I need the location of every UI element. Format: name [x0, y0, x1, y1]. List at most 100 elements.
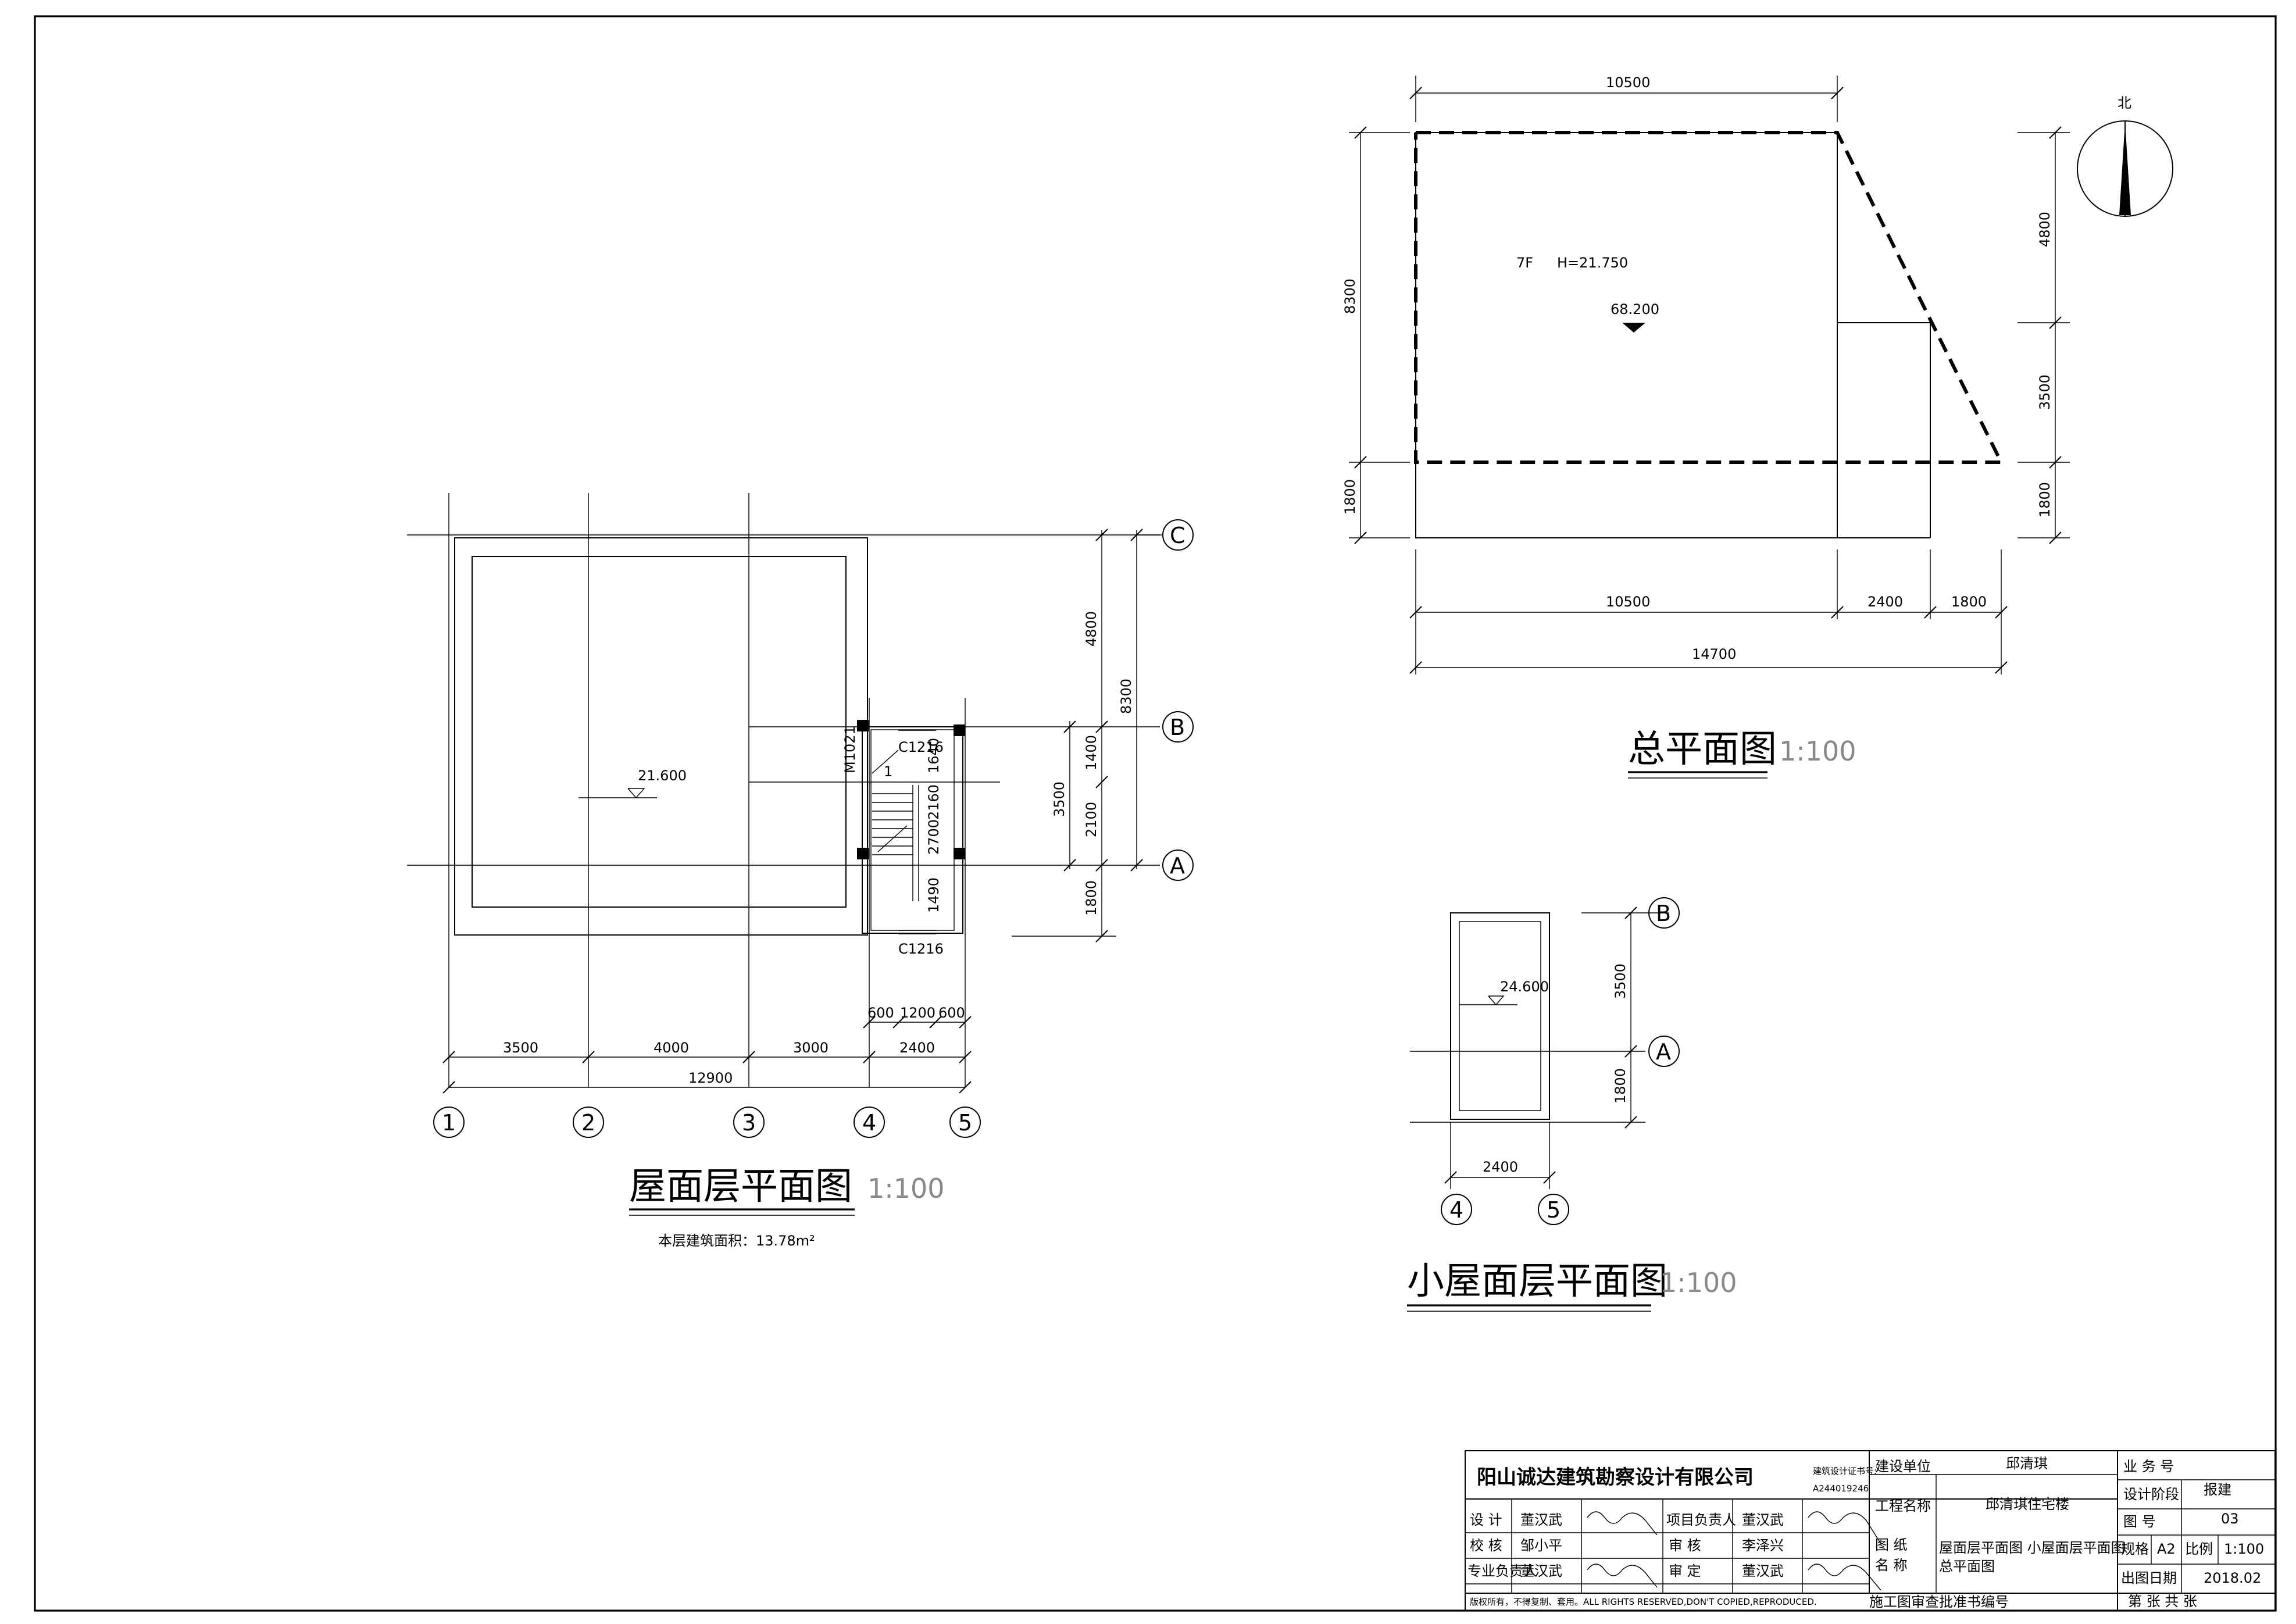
site-dim-left-bottom: 1800: [1342, 479, 1358, 515]
axis-3: 3: [742, 1110, 756, 1136]
tb-review-label: 审 核: [1669, 1537, 1701, 1554]
small-axis-B: B: [1656, 901, 1671, 926]
dim-stair-1200: 1200: [900, 1005, 935, 1021]
site-dim-bottom-2400: 2400: [1867, 594, 1903, 610]
stair-mark: 1: [884, 763, 892, 780]
tb-project-lead-name: 董汉武: [1742, 1512, 1784, 1528]
dim-total-12900: 12900: [688, 1070, 733, 1086]
tb-client-label: 建设单位: [1875, 1458, 1931, 1475]
small-dim-right-3500: 3500: [1612, 963, 1629, 999]
tb-client: 邱清琪: [2006, 1455, 2048, 1472]
dim-bottom-2400: 2400: [899, 1040, 935, 1056]
signature-3: [1808, 1511, 1881, 1544]
site-dim-right-1800: 1800: [2037, 482, 2053, 517]
dim-bottom-3000: 3000: [793, 1040, 829, 1056]
dim-bottom-4000: 4000: [654, 1040, 689, 1056]
tb-format: A2: [2157, 1541, 2176, 1557]
tb-drawing-label-2: 名 称: [1875, 1557, 1908, 1573]
axis-1: 1: [442, 1110, 456, 1136]
tb-biz-label: 业 务 号: [2123, 1458, 2174, 1475]
stair-label-1: 1640: [926, 738, 942, 773]
dim-right-2100: 2100: [1083, 802, 1099, 837]
tb-copyright: 版权所有，不得复制、套用。ALL RIGHTS RESERVED,DON'T C…: [1470, 1597, 1817, 1607]
site-elevation: 68.200: [1611, 301, 1659, 317]
roof-elevation: 21.600: [638, 768, 687, 784]
dim-right-4800: 4800: [1083, 611, 1099, 647]
tb-cert-no: A244019246: [1813, 1483, 1869, 1494]
tb-design-name: 董汉武: [1520, 1512, 1562, 1528]
tb-discipline-label: 专业负责人: [1467, 1563, 1537, 1579]
axis-A: A: [1170, 853, 1185, 879]
stair-label-3: 2160: [926, 784, 942, 820]
tb-cert-label: 建筑设计证书号:: [1813, 1466, 1877, 1476]
small-roof-scale: 1:100: [1660, 1267, 1737, 1298]
tb-drawing-name-2: 总平面图: [1939, 1558, 1995, 1575]
roof-area-note: 本层建筑面积：13.78m²: [658, 1233, 815, 1249]
small-roof-title: 小屋面层平面图: [1407, 1260, 1667, 1303]
axis-4: 4: [862, 1110, 876, 1136]
north-label: 北: [2118, 95, 2131, 111]
site-plan-scale: 1:100: [1779, 736, 1856, 767]
dim-stair-600b: 600: [938, 1005, 965, 1021]
signature-2: [1587, 1564, 1658, 1588]
site-plan-title: 总平面图: [1628, 728, 1777, 771]
small-roof-plan: 24.600 3500 1800 B A 2400 4 5 小屋面层平面图 1:…: [1407, 897, 1737, 1312]
tb-ratio-label: 比例: [2185, 1541, 2213, 1557]
tb-check-name: 邹小平: [1520, 1537, 1562, 1554]
axis-2: 2: [581, 1110, 595, 1136]
tb-page-label: 第 张 共 张: [2128, 1593, 2197, 1609]
stair-label-4: 1490: [926, 877, 942, 913]
roof-plan-scale: 1:100: [867, 1173, 945, 1204]
tb-ratio: 1:100: [2224, 1541, 2264, 1557]
site-dim-right-4800: 4800: [2037, 212, 2053, 247]
door-label: M1021: [842, 726, 858, 773]
dim-right-8300: 8300: [1118, 679, 1134, 714]
tb-discipline-name: 董汉武: [1520, 1563, 1562, 1579]
small-axis-A: A: [1656, 1039, 1671, 1065]
tb-stage: 报建: [2204, 1482, 2231, 1498]
tb-drawing-label-1: 图 纸: [1875, 1537, 1908, 1553]
site-height: H=21.750: [1557, 255, 1628, 271]
axis-B: B: [1170, 715, 1185, 740]
tb-format-label: 规格: [2121, 1541, 2149, 1557]
small-roof-elevation: 24.600: [1500, 979, 1549, 995]
site-dim-bottom-1800: 1800: [1951, 594, 1987, 610]
tb-drawing-name-1: 屋面层平面图 小屋面层平面图: [1939, 1540, 2125, 1556]
dim-right-1800: 1800: [1083, 880, 1099, 916]
tb-project-lead-label: 项目负责人: [1666, 1512, 1736, 1528]
tb-approve-name: 董汉武: [1742, 1563, 1784, 1579]
title-block: 阳山诚达建筑勘察设计有限公司 建筑设计证书号: A244019246 建设单位 …: [1465, 1450, 2276, 1611]
site-dim-total: 14700: [1692, 646, 1736, 662]
dim-right-1400: 1400: [1083, 735, 1099, 770]
small-dim-bottom: 2400: [1483, 1159, 1518, 1175]
tb-check-label: 校 核: [1470, 1537, 1502, 1554]
tb-approval-label: 施工图审查批准书编号: [1869, 1594, 2009, 1610]
small-axis-4: 4: [1449, 1197, 1463, 1223]
small-dim-right-1800: 1800: [1612, 1068, 1629, 1104]
tb-review-name: 李泽兴: [1742, 1537, 1784, 1554]
roof-plan: 21.600 M1021 C1216 C1216 1640 2700 2160 …: [407, 493, 1194, 1249]
tb-design-label: 设 计: [1470, 1512, 1502, 1528]
axis-C: C: [1170, 523, 1186, 548]
site-dim-right-3500: 3500: [2037, 374, 2053, 410]
window-bottom-label: C1216: [898, 941, 944, 957]
tb-date: 2018.02: [2204, 1570, 2261, 1586]
tb-sheet: 03: [2221, 1511, 2239, 1527]
site-plan: 7F H=21.750 68.200 10500 8300 1800 4800 …: [1342, 74, 2173, 779]
small-axis-5: 5: [1547, 1197, 1561, 1223]
tb-approve-label: 审 定: [1669, 1563, 1701, 1579]
tb-project: 邱清琪住宅楼: [1986, 1496, 2069, 1512]
dim-right-3500: 3500: [1051, 781, 1067, 817]
dim-stair-600a: 600: [867, 1005, 894, 1021]
site-dim-left: 8300: [1342, 279, 1358, 314]
tb-project-label: 工程名称: [1875, 1498, 1931, 1514]
dim-bottom-3500: 3500: [503, 1040, 538, 1056]
tb-company: 阳山诚达建筑勘察设计有限公司: [1477, 1466, 1754, 1489]
window-top-label: C1216: [898, 739, 944, 755]
site-floors: 7F: [1516, 255, 1533, 271]
tb-date-label: 出图日期: [2121, 1570, 2177, 1586]
tb-stage-label: 设计阶段: [2123, 1486, 2179, 1502]
axis-5: 5: [958, 1110, 972, 1136]
stair-label-2: 2700: [926, 819, 942, 855]
